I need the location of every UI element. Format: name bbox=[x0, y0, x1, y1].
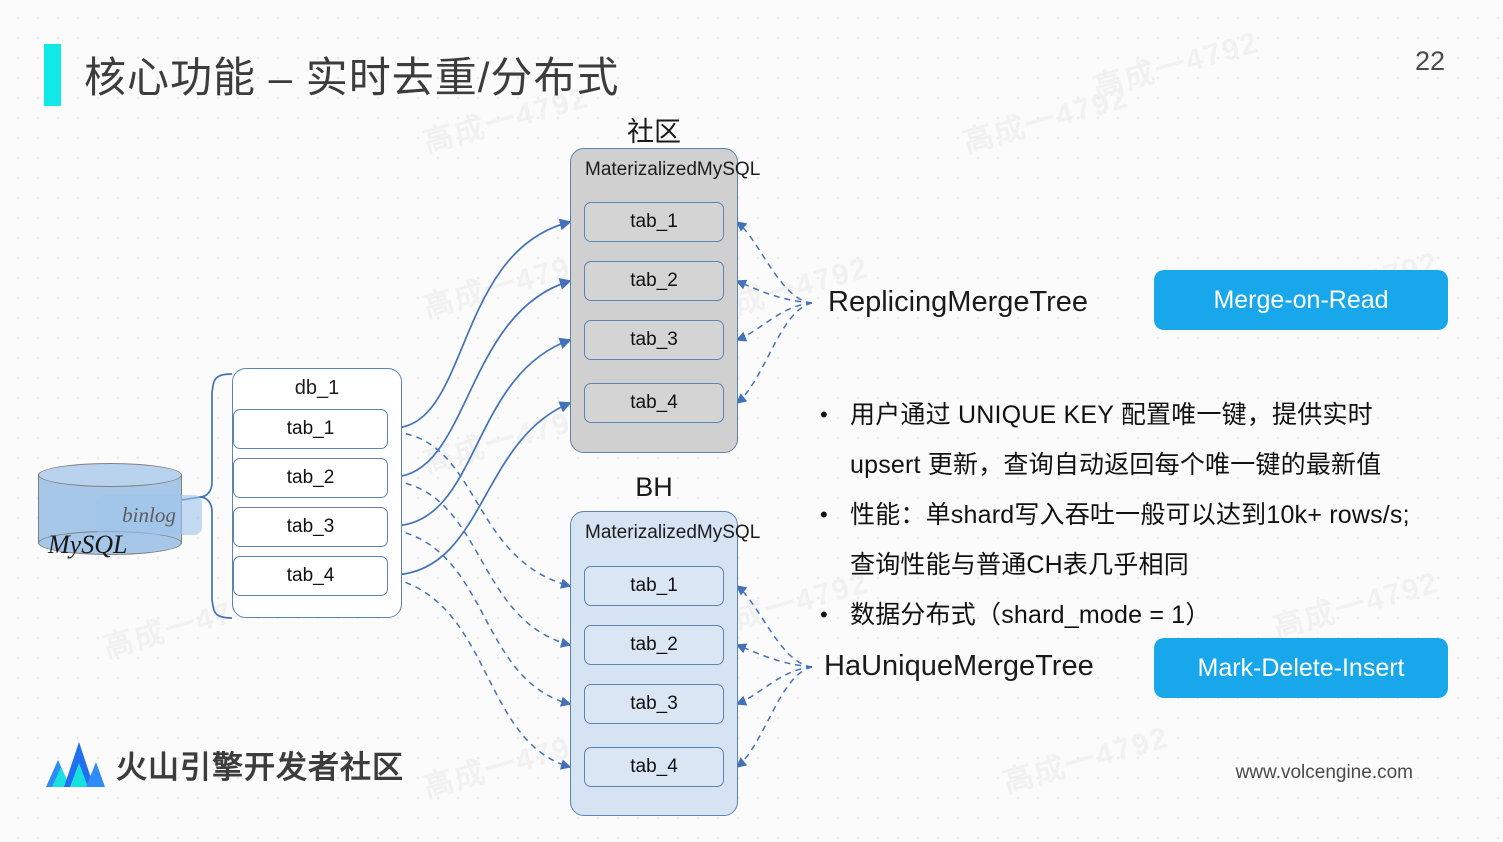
db1-table-row[interactable]: tab_3 bbox=[233, 507, 388, 547]
feature-bullet-list: • 用户通过 UNIQUE KEY 配置唯一键，提供实时 upsert 更新，查… bbox=[820, 392, 1460, 642]
bullet-marker: • bbox=[820, 502, 828, 527]
community-table-row[interactable]: tab_3 bbox=[584, 320, 724, 360]
engine-label-hauniquemergetree: HaUniqueMergeTree bbox=[824, 650, 1094, 682]
community-table-row[interactable]: tab_2 bbox=[584, 261, 724, 301]
bh-table-row[interactable]: tab_1 bbox=[584, 566, 724, 606]
bullet-marker: • bbox=[820, 602, 828, 627]
cylinder-bottom bbox=[38, 531, 182, 555]
community-engine-label: MaterizalizedMySQL bbox=[585, 159, 761, 180]
community-table-row[interactable]: tab_4 bbox=[584, 383, 724, 423]
bullet-marker bbox=[820, 542, 850, 588]
community-table-row[interactable]: tab_1 bbox=[584, 202, 724, 242]
watermark: 高成一4792 bbox=[419, 725, 593, 805]
watermark: 高成一4792 bbox=[1089, 25, 1263, 105]
pill-merge-on-read[interactable]: Merge-on-Read bbox=[1154, 270, 1448, 330]
page-number: 22 bbox=[1414, 46, 1445, 76]
binlog-label: binlog bbox=[96, 495, 202, 535]
watermark: 高成一4792 bbox=[419, 400, 593, 480]
title-accent-bar bbox=[44, 44, 61, 106]
engine-label-replicingmergetree: ReplicingMergeTree bbox=[828, 286, 1089, 318]
list-item: • 数据分布式（shard_mode = 1） bbox=[820, 592, 1460, 638]
list-item: 查询性能与普通CH表几乎相同 bbox=[820, 542, 1460, 588]
bullet-text: upsert 更新，查询自动返回每个唯一键的最新值 bbox=[850, 451, 1382, 479]
bullet-marker: • bbox=[820, 402, 828, 427]
list-item: upsert 更新，查询自动返回每个唯一键的最新值 bbox=[820, 442, 1460, 488]
volcengine-mountain-icon bbox=[46, 742, 105, 787]
bullet-text: 查询性能与普通CH表几乎相同 bbox=[850, 551, 1189, 579]
watermark: 高成一4792 bbox=[959, 80, 1133, 160]
footer-url: www.volcengine.com bbox=[1235, 762, 1413, 783]
bh-table-row[interactable]: tab_3 bbox=[584, 684, 724, 724]
bh-engine-label: MaterizalizedMySQL bbox=[585, 522, 761, 543]
cylinder-top bbox=[38, 463, 182, 487]
db1-table-row[interactable]: tab_4 bbox=[233, 556, 388, 596]
group-title-community: 社区 bbox=[627, 117, 681, 147]
db1-table-row[interactable]: tab_1 bbox=[233, 409, 388, 449]
list-item: • 用户通过 UNIQUE KEY 配置唯一键，提供实时 bbox=[820, 392, 1460, 438]
watermark: 高成一4792 bbox=[419, 245, 593, 325]
footer-logo: 火山引擎开发者社区 bbox=[44, 740, 404, 788]
footer-brand-text: 火山引擎开发者社区 bbox=[116, 749, 404, 785]
pill-mark-delete-insert[interactable]: Mark-Delete-Insert bbox=[1154, 638, 1448, 698]
list-item: • 性能：单shard写入吞吐一般可以达到10k+ rows/s; bbox=[820, 492, 1460, 538]
bh-table-row[interactable]: tab_4 bbox=[584, 747, 724, 787]
db1-label: db_1 bbox=[294, 377, 340, 399]
page-title: 核心功能 – 实时去重/分布式 bbox=[84, 54, 620, 101]
mysql-label: MySQL bbox=[48, 530, 128, 559]
db1-table-row[interactable]: tab_2 bbox=[233, 458, 388, 498]
bullet-marker bbox=[820, 442, 850, 488]
watermark: 高成一4792 bbox=[999, 720, 1173, 800]
bullet-text: 数据分布式（shard_mode = 1） bbox=[850, 601, 1211, 629]
bh-table-row[interactable]: tab_2 bbox=[584, 625, 724, 665]
group-title-bh: BH bbox=[635, 472, 673, 502]
bullet-text: 用户通过 UNIQUE KEY 配置唯一键，提供实时 bbox=[850, 401, 1373, 429]
bullet-text: 性能：单shard写入吞吐一般可以达到10k+ rows/s; bbox=[850, 501, 1410, 529]
